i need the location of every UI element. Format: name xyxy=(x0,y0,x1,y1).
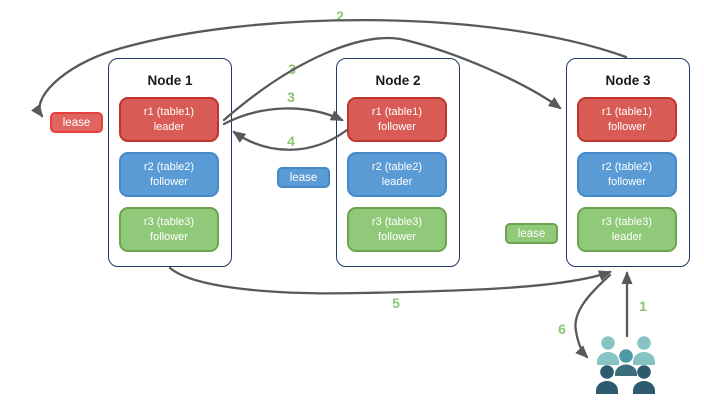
step-label-3-lower: 3 xyxy=(287,89,295,105)
node-3-replica-r1: r1 (table1) follower xyxy=(577,97,677,142)
node-2-box: Node 2 r1 (table1) follower r2 (table2) … xyxy=(336,58,460,267)
arrow-step-6 xyxy=(574,273,612,359)
node-2-replica-r3: r3 (table3) follower xyxy=(347,207,447,252)
node-2-title: Node 2 xyxy=(375,73,421,88)
users-icon xyxy=(596,336,655,394)
person-icon xyxy=(633,365,655,394)
lease-badge-green: lease xyxy=(505,223,558,244)
replica-name: r1 (table1) xyxy=(601,106,653,119)
replica-name: r2 (table2) xyxy=(371,161,423,174)
person-icon xyxy=(597,336,619,365)
person-icon xyxy=(633,336,655,365)
replica-role: leader xyxy=(381,175,413,188)
step-label-2: 2 xyxy=(336,8,344,24)
replica-name: r1 (table1) xyxy=(143,106,195,119)
replica-role: follower xyxy=(150,230,188,243)
replica-name: r3 (table3) xyxy=(371,216,423,229)
step-label-6: 6 xyxy=(558,321,566,337)
node-2-replica-r1: r1 (table1) follower xyxy=(347,97,447,142)
lease-badge-red: lease xyxy=(50,112,103,133)
step-label-1: 1 xyxy=(639,298,647,314)
replica-role: follower xyxy=(608,120,646,133)
lease-badge-blue: lease xyxy=(277,167,330,188)
replica-name: r3 (table3) xyxy=(601,216,653,229)
node-3-title: Node 3 xyxy=(605,73,651,88)
node-1-replica-r3: r3 (table3) follower xyxy=(119,207,219,252)
replica-role: follower xyxy=(150,175,188,188)
replica-role: leader xyxy=(153,120,185,133)
node-3-replica-r3: r3 (table3) leader xyxy=(577,207,677,252)
node-1-replica-r1: r1 (table1) leader xyxy=(119,97,219,142)
replica-role: follower xyxy=(608,175,646,188)
replica-role: follower xyxy=(378,230,416,243)
arrow-step-5 xyxy=(168,266,612,295)
node-1-box: Node 1 r1 (table1) leader r2 (table2) fo… xyxy=(108,58,232,267)
step-label-4: 4 xyxy=(287,133,295,149)
replica-name: r2 (table2) xyxy=(143,161,195,174)
node-3-box: Node 3 r1 (table1) follower r2 (table2) … xyxy=(566,58,690,267)
replica-name: r3 (table3) xyxy=(143,216,195,229)
replica-name: r2 (table2) xyxy=(601,161,653,174)
node-3-replica-r2: r2 (table2) follower xyxy=(577,152,677,197)
person-icon xyxy=(615,349,637,376)
step-label-5: 5 xyxy=(392,295,400,311)
step-label-3-upper: 3 xyxy=(288,61,296,77)
replica-role: follower xyxy=(378,120,416,133)
node-2-replica-r2: r2 (table2) leader xyxy=(347,152,447,197)
replica-role: leader xyxy=(611,230,643,243)
replica-name: r1 (table1) xyxy=(371,106,423,119)
arrow-step-3-to-node2 xyxy=(222,107,344,126)
node-1-replica-r2: r2 (table2) follower xyxy=(119,152,219,197)
node-1-title: Node 1 xyxy=(147,73,193,88)
person-icon xyxy=(596,365,618,394)
